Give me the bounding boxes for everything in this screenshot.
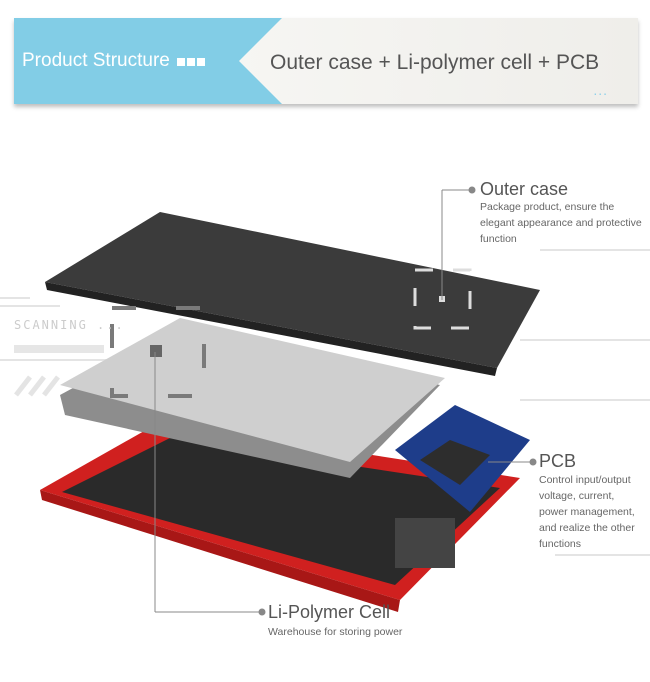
banner-subtitle: Outer case + Li-polymer cell + PCB xyxy=(270,51,600,74)
callout-lines xyxy=(154,186,537,616)
tech-decoration xyxy=(0,249,650,556)
scanning-decoration: SCANNING ... xyxy=(14,318,125,332)
banner-blue-shape xyxy=(14,18,282,104)
cell-title: Li-Polymer Cell xyxy=(268,602,391,622)
more-dots: ... xyxy=(593,82,608,98)
section-banner: Product Structure Outer case + Li-polyme… xyxy=(14,18,638,104)
outer-case-title: Outer case xyxy=(480,179,569,199)
banner-title: Product Structure xyxy=(22,50,206,72)
pcb-board xyxy=(395,405,530,568)
pcb-title: PCB xyxy=(539,451,577,471)
cell-desc: Warehouse for storing power xyxy=(268,626,403,638)
